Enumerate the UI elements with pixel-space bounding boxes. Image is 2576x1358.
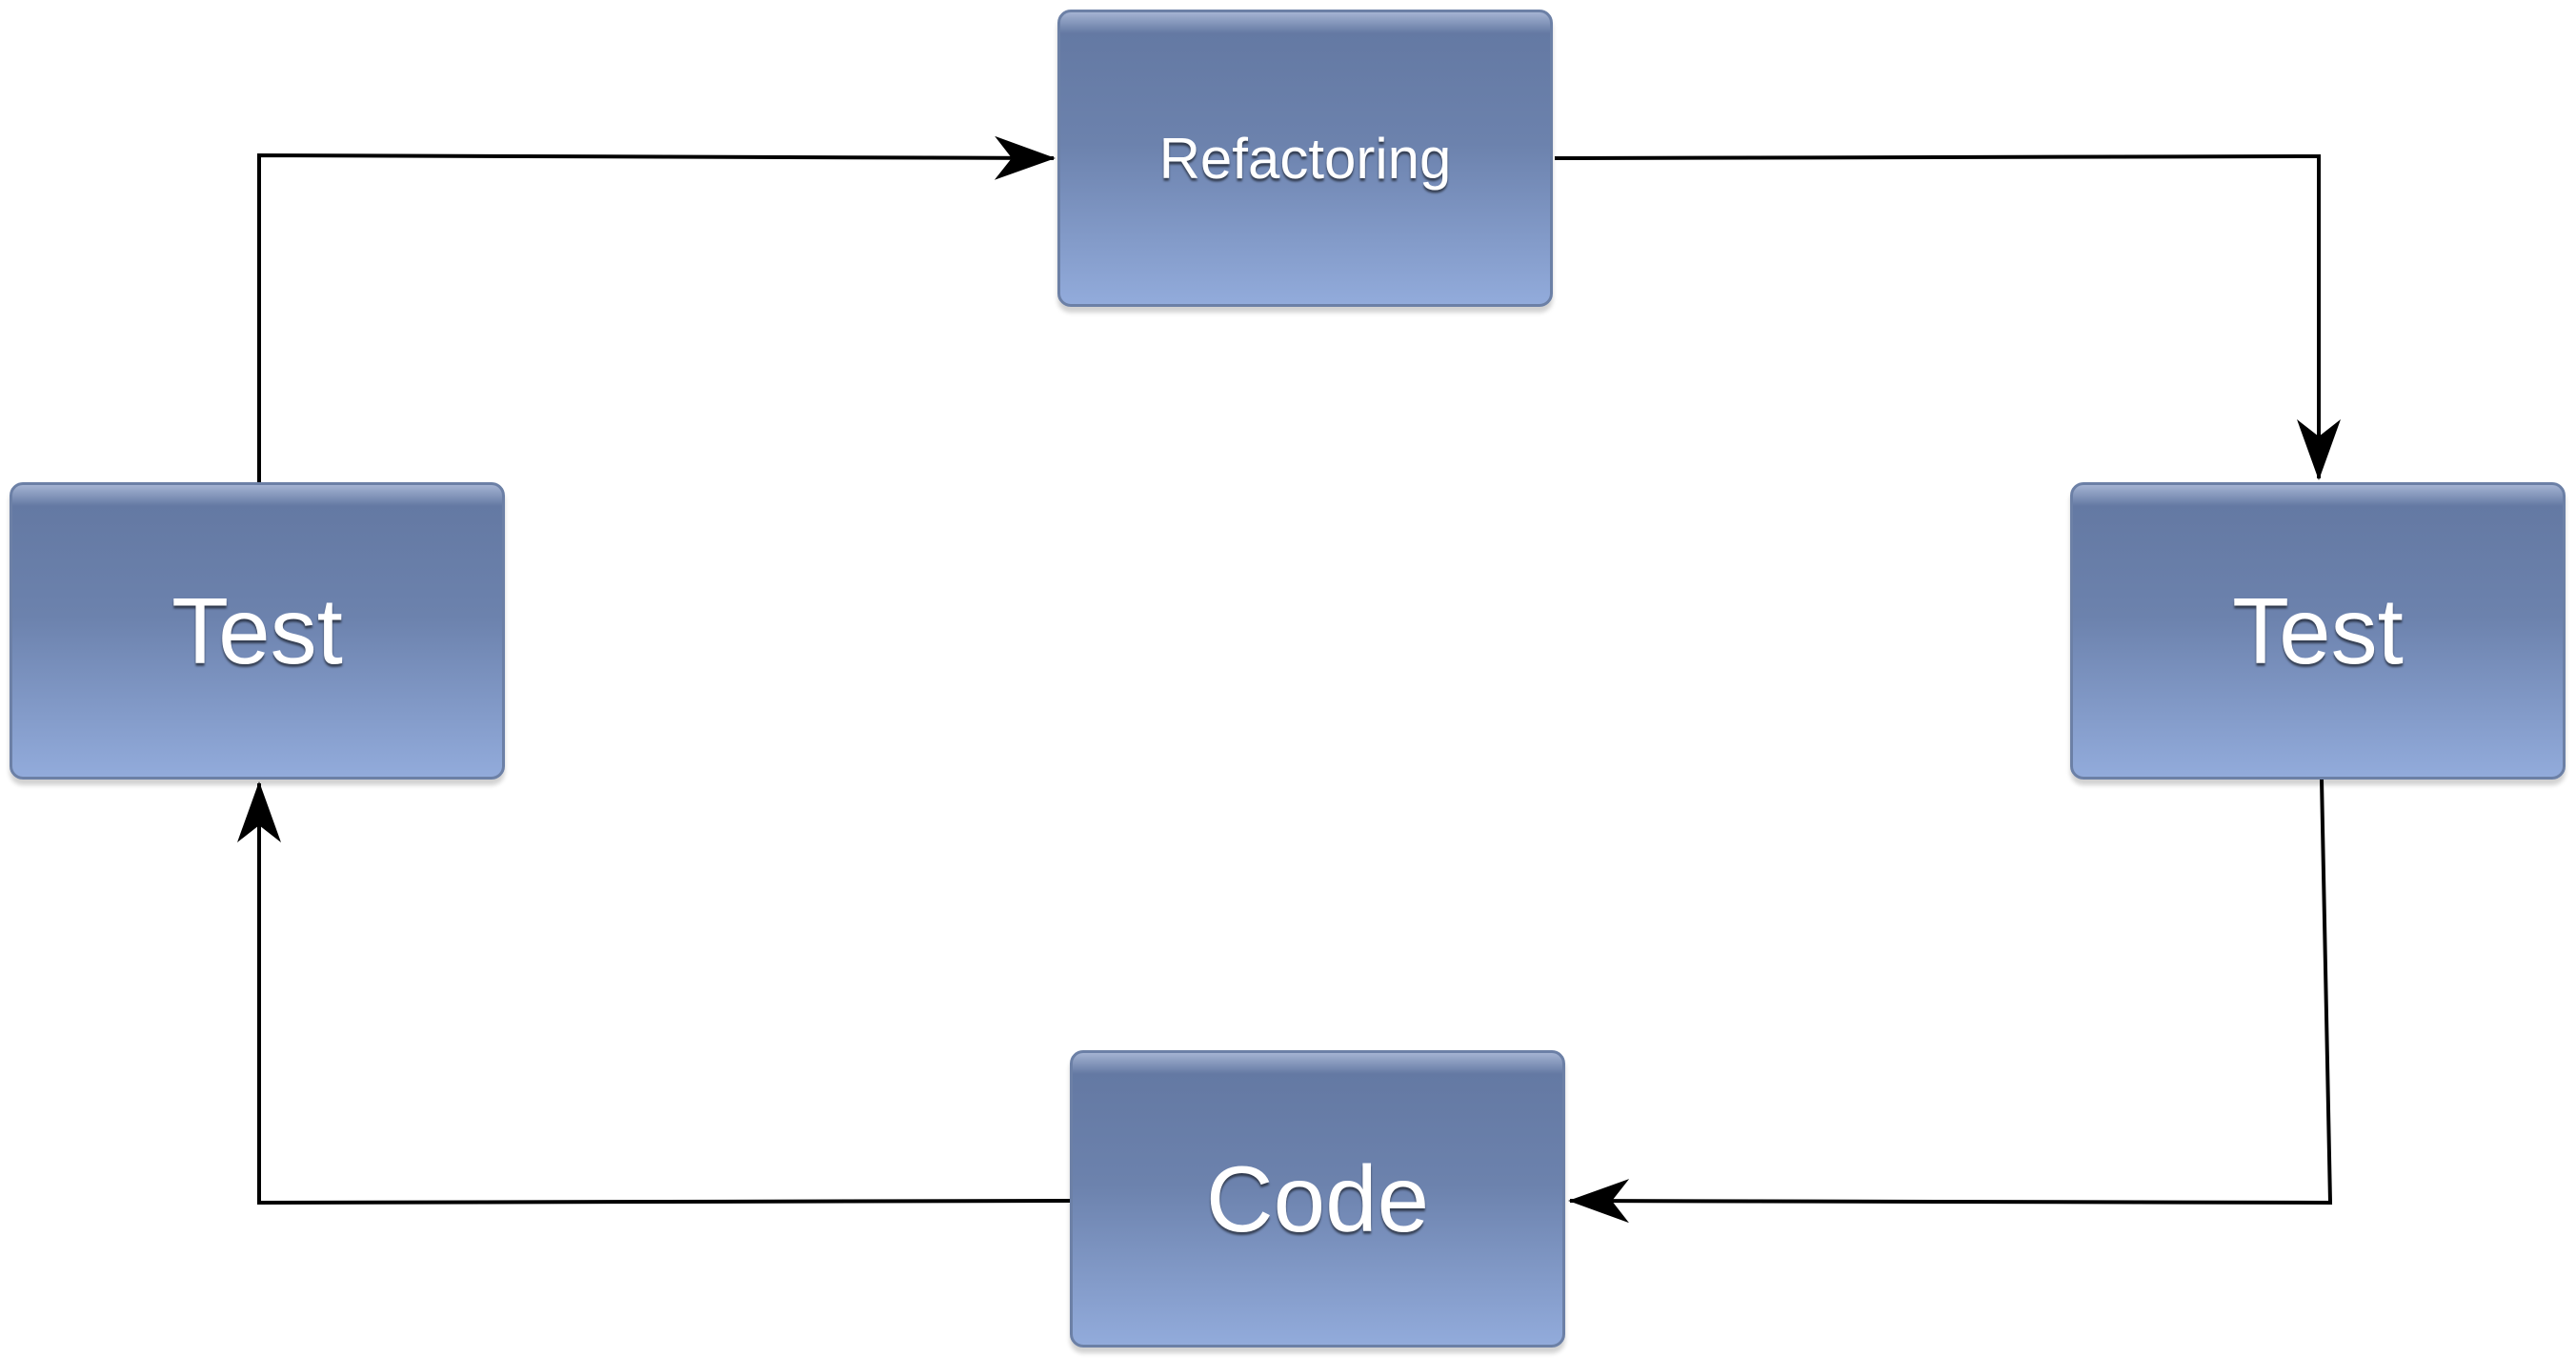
- connector-refactoring-to-test: [1554, 153, 2341, 480]
- code-node: Code: [1070, 1050, 1565, 1348]
- test-node-left: Test: [10, 482, 505, 780]
- test-node-right: Test: [2070, 482, 2566, 780]
- test-label-left: Test: [171, 578, 343, 683]
- connector-test-to-code: [1568, 779, 2333, 1224]
- refactoring-node: Refactoring: [1057, 10, 1553, 307]
- connector-test-to-refactoring: [257, 135, 1056, 482]
- test-label-right: Test: [2232, 578, 2404, 683]
- refactoring-label: Refactoring: [1158, 126, 1452, 191]
- connector-code-to-test: [237, 781, 1071, 1206]
- code-label: Code: [1205, 1145, 1430, 1251]
